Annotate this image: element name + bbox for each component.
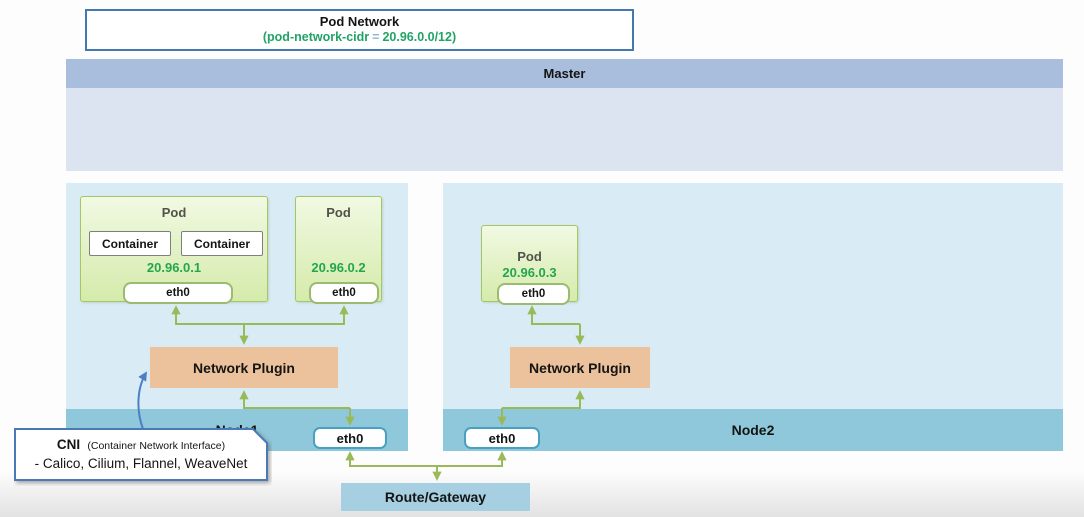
pod3-ip: 20.96.0.3: [502, 265, 557, 280]
cidr-prefix: (pod-network-cidr: [262, 30, 370, 45]
cni-title: CNI: [56, 437, 81, 453]
master-header: Master: [66, 59, 1063, 88]
pod2-eth0: eth0: [309, 282, 379, 304]
pod1-ip: 20.96.0.1: [146, 260, 202, 275]
pod-network-title-box: Pod Network (pod-network-cidr=20.96.0.0/…: [85, 9, 634, 51]
node1-pod1: Pod Container Container 20.96.0.1 eth0: [80, 196, 268, 304]
node2-pod: Pod 20.96.0.3 eth0: [481, 225, 578, 305]
node2-label: Node2: [731, 422, 775, 438]
pod1-eth0: eth0: [123, 282, 233, 304]
cni-note: CNI (Container Network Interface) - Cali…: [14, 428, 268, 481]
cni-subtitle: (Container Network Interface): [87, 440, 226, 453]
node2-eth0: eth0: [464, 427, 540, 449]
cni-note-shape: [14, 428, 268, 481]
master-body: [66, 88, 1063, 171]
pod1-container-2: Container: [181, 231, 263, 256]
node1-network-plugin: Network Plugin: [150, 347, 338, 388]
cni-note-text: CNI (Container Network Interface) - Cali…: [14, 428, 268, 481]
pod-network-cidr: (pod-network-cidr=20.96.0.0/12): [263, 30, 456, 46]
node2-network-plugin: Network Plugin: [510, 347, 650, 388]
pod1-container-1: Container: [89, 231, 171, 256]
cidr-value: 20.96.0.0/12): [382, 30, 457, 45]
pod2-ip: 20.96.0.2: [311, 260, 366, 275]
cidr-equals: =: [372, 30, 380, 45]
pod1-title: Pod: [161, 205, 187, 220]
pod2-title: Pod: [326, 205, 351, 220]
node1-pod2: Pod 20.96.0.2 eth0: [295, 196, 382, 304]
cni-plugins: - Calico, Cilium, Flannel, WeaveNet: [34, 455, 248, 471]
pod3-title: Pod: [517, 249, 542, 264]
route-gateway-box: Route/Gateway: [341, 483, 530, 511]
node1-eth0: eth0: [313, 427, 387, 449]
pod3-eth0: eth0: [497, 283, 570, 305]
node2-bar: Node2: [443, 409, 1063, 451]
pod-network-title: Pod Network: [319, 14, 400, 30]
